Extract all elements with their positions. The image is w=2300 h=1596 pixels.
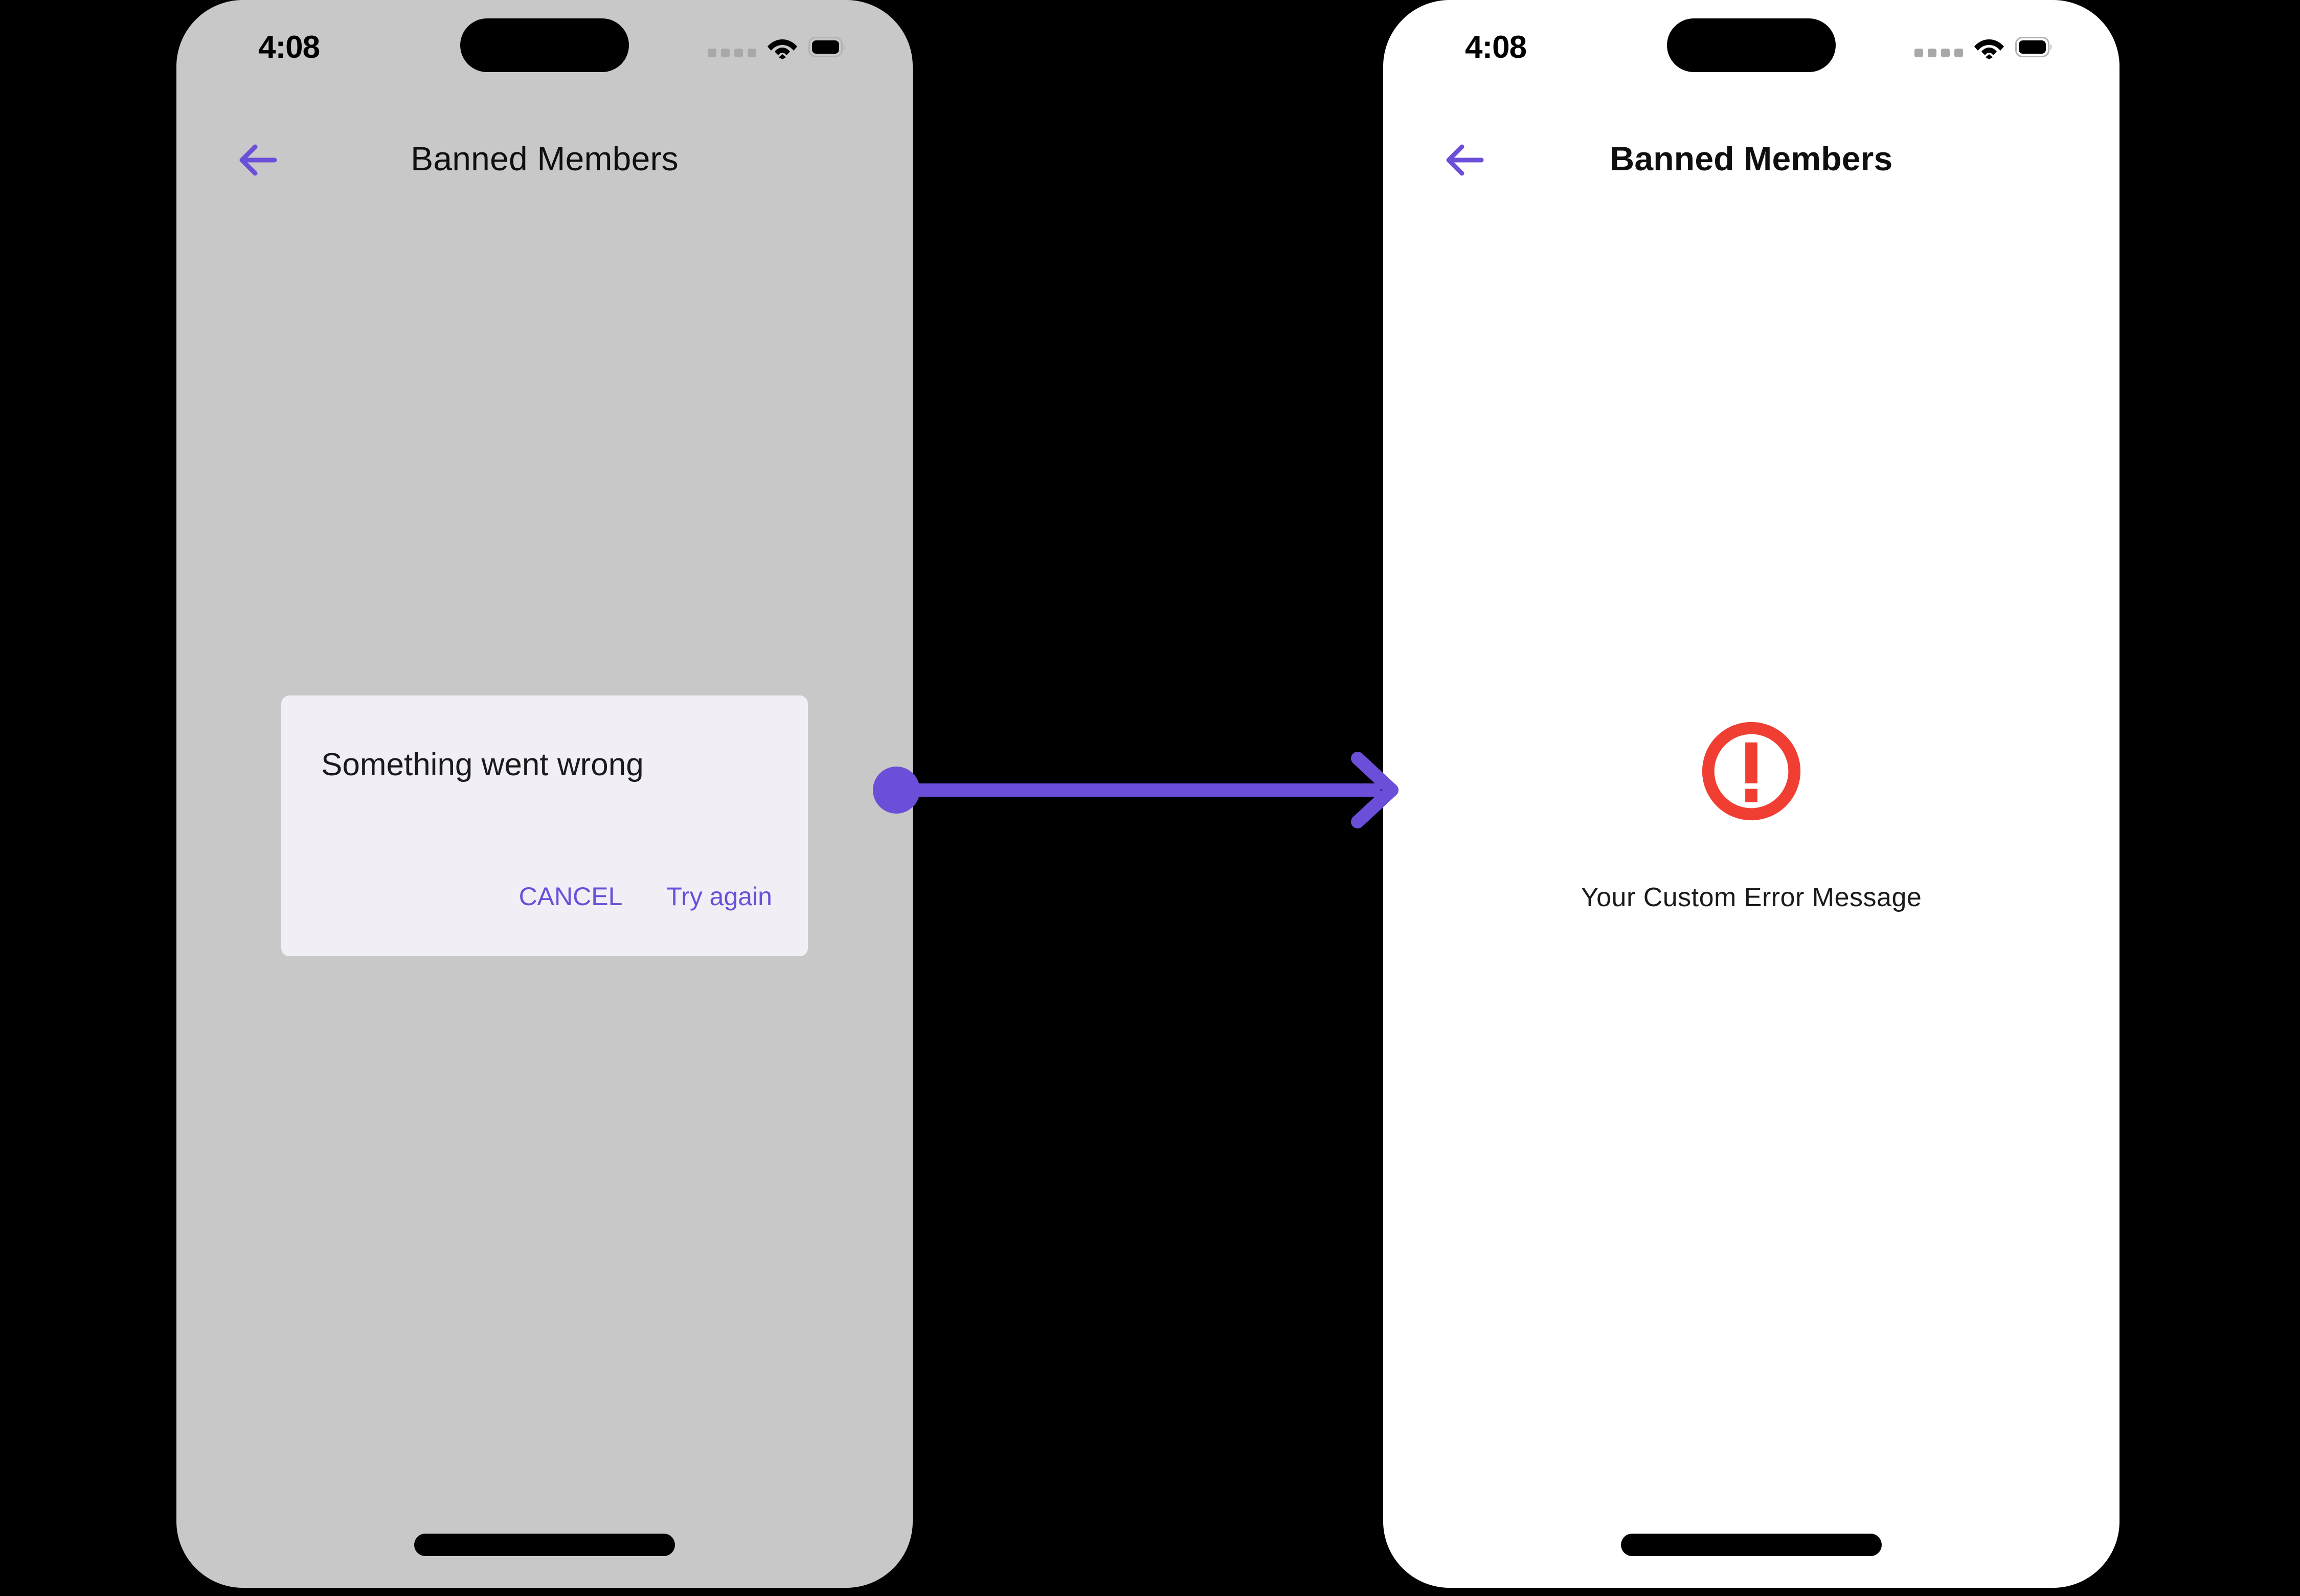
wifi-icon <box>768 39 797 59</box>
status-time: 4:08 <box>258 30 320 65</box>
phone-screen-after: 4:08 Banned Members <box>1383 0 2119 1588</box>
back-arrow-icon[interactable] <box>233 136 282 185</box>
error-message: Your Custom Error Message <box>1581 883 1922 912</box>
status-bar: 4:08 <box>1383 0 2119 97</box>
signal-dots-icon <box>708 48 756 57</box>
connector-arrowhead <box>1351 752 1399 828</box>
alert-title: Something went wrong <box>321 747 644 782</box>
page-title: Banned Members <box>1610 140 1893 177</box>
error-alert-dialog: Something went wrong CANCEL Try again <box>281 695 808 956</box>
page-title: Banned Members <box>411 140 679 177</box>
try-again-button[interactable]: Try again <box>666 882 772 911</box>
wifi-icon <box>1974 39 2004 59</box>
error-exclamation-circle-icon <box>1702 722 1801 821</box>
back-arrow-icon[interactable] <box>1439 136 1489 185</box>
home-indicator <box>1621 1534 1882 1556</box>
alert-actions: CANCEL Try again <box>519 884 772 909</box>
signal-dots-icon <box>1914 48 1963 57</box>
home-indicator <box>414 1534 675 1556</box>
battery-full-icon <box>808 37 845 57</box>
flow-connector-arrow <box>873 752 1399 828</box>
battery-full-icon <box>2015 37 2052 57</box>
phone-screen-before: 4:08 Banned Members <box>176 0 913 1588</box>
status-indicators <box>708 32 846 62</box>
nav-bar: Banned Members <box>176 130 913 202</box>
dynamic-island <box>1667 18 1836 72</box>
error-state: Your Custom Error Message <box>1383 716 2119 913</box>
nav-bar: Banned Members <box>1383 130 2119 202</box>
cancel-button[interactable]: CANCEL <box>518 882 623 911</box>
status-indicators <box>1914 32 2053 62</box>
phone-frame-after: 4:08 Banned Members <box>1383 0 2119 1588</box>
status-time: 4:08 <box>1465 30 1527 65</box>
dynamic-island <box>460 18 629 72</box>
phone-frame-before: 4:08 Banned Members <box>176 0 913 1588</box>
status-bar: 4:08 <box>176 0 913 97</box>
